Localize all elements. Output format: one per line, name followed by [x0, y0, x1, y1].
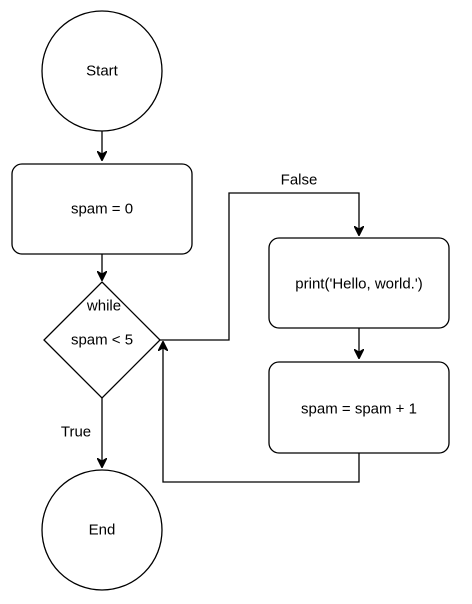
print-process-box [268, 237, 450, 329]
start-label: Start [86, 63, 119, 80]
print-process-label: print('Hello, world.') [295, 276, 422, 293]
condition-label-line1: while [86, 298, 121, 315]
increment-process-label: spam = spam + 1 [301, 401, 417, 418]
end-label: End [89, 522, 116, 539]
false-edge-label: False [281, 172, 318, 189]
init-process-box [11, 163, 193, 255]
start-node [41, 10, 163, 132]
init-process-label: spam = 0 [71, 201, 133, 218]
edge-condition-false-to-print [160, 192, 359, 341]
increment-process-box [268, 361, 450, 454]
condition-diamond [43, 281, 161, 399]
condition-label-line2: spam < 5 [71, 332, 133, 349]
edge-increment-loop-back [163, 342, 360, 483]
true-edge-label: True [61, 424, 91, 441]
end-node [41, 469, 163, 591]
